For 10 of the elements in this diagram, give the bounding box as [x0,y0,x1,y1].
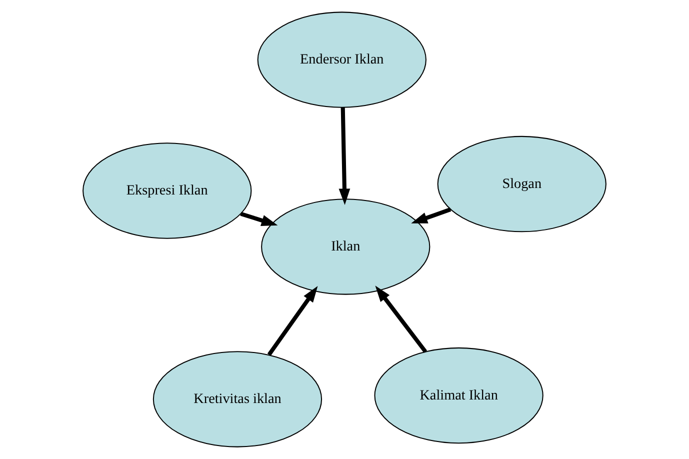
arrow [411,208,452,224]
node-ellipse: Kalimat Iklan [374,347,544,444]
arrow [338,107,350,205]
node-ellipse: Kretivitas iklan [152,351,322,448]
node-ellipse: Ekspresi Iklan [82,142,252,239]
arrow [240,212,278,226]
node-ellipse: Endersor Iklan [257,12,426,108]
node-ellipse: Slogan [437,136,606,232]
arrow [267,286,318,356]
arrow [375,286,428,353]
